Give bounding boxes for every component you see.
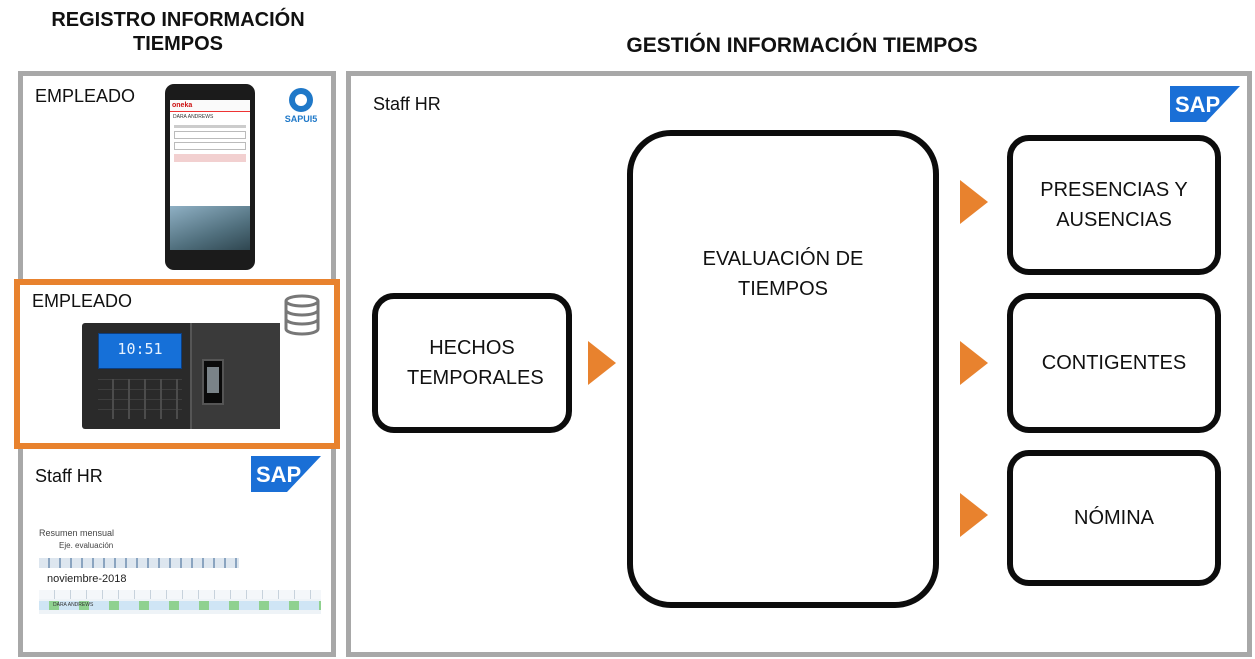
sap-logo-text: SAP [1175,92,1220,117]
sap-logo-text: SAP [256,462,301,487]
sap-logo: SAP [251,456,321,492]
time-clock-card: EMPLEADO 10:51 [14,279,340,449]
phone-screenshot: oneka DARA ANDREWS [165,84,255,270]
sapui5-icon: SAPUI5 [283,88,319,124]
right-section-heading: GESTIÓN INFORMACIÓN TIEMPOS [626,34,978,57]
node-evaluacion-label: EVALUACIÓN DE TIEMPOS [702,248,864,300]
arrow-hechos-to-evaluacion [588,341,616,385]
mobile-card-label: EMPLEADO [35,86,136,106]
node-evaluacion-tiempos: EVALUACIÓN DE TIEMPOS [627,130,939,608]
sapui5-logo-text: SAPUI5 [284,114,318,124]
node-nomina-label: NÓMINA [1074,507,1154,529]
report-employee: DARA ANDREWS [53,602,94,608]
right-panel-label: Staff HR [373,94,441,114]
sapui5-logo-mark [289,88,313,112]
report-table-row [39,601,321,610]
node-contigentes: CONTIGENTES [1007,293,1221,433]
node-presencias-label: PRESENCIAS Y AUSENCIAS [1040,179,1188,231]
report-table-header [39,590,321,599]
phone-text-line [174,125,246,128]
mobile-app-card: EMPLEADO oneka DARA ANDREWS SAPUI5 [23,76,331,276]
arrow-evaluacion-to-contigentes [960,341,988,385]
report-toolbar [39,558,239,568]
report-card-label: Staff HR [35,466,103,486]
database-icon [284,294,320,336]
phone-field [174,142,246,150]
node-contigentes-label: CONTIGENTES [1041,352,1187,374]
phone-field [174,131,246,139]
registro-panel: EMPLEADO oneka DARA ANDREWS SAPUI5 EMPLE… [14,71,340,657]
hr-report-card: Staff HR SAP Resumen mensual Eje. evalua… [23,450,331,652]
left-section-heading: REGISTRO INFORMACIÓN TIEMPOS [51,9,305,55]
device-keypad [98,379,182,419]
sap-logo: SAP [1170,86,1240,122]
report-title: Resumen mensual [39,528,115,538]
report-action: Eje. evaluación [59,541,114,550]
fingerprint-glass [207,367,219,393]
phone-screen: oneka DARA ANDREWS [170,100,250,250]
node-presencias-ausencias: PRESENCIAS Y AUSENCIAS [1007,135,1221,275]
arrow-evaluacion-to-nomina [960,493,988,537]
app-user: DARA ANDREWS [173,114,214,120]
phone-background-image [170,206,250,250]
node-hechos-label: HECHOS TEMPORALES [407,337,544,389]
arrow-evaluacion-to-presencias [960,180,988,224]
time-clock-device: 10:51 [82,323,280,429]
fingerprint-scanner [202,359,224,405]
app-brand: oneka [170,100,250,112]
device-clock-display: 10:51 [98,333,182,369]
terminal-card-label: EMPLEADO [32,291,133,311]
report-table [39,590,321,614]
node-hechos-temporales: HECHOS TEMPORALES [372,293,572,433]
phone-button [174,154,246,162]
node-nomina: NÓMINA [1007,450,1221,586]
report-month: noviembre-2018 [47,573,127,585]
